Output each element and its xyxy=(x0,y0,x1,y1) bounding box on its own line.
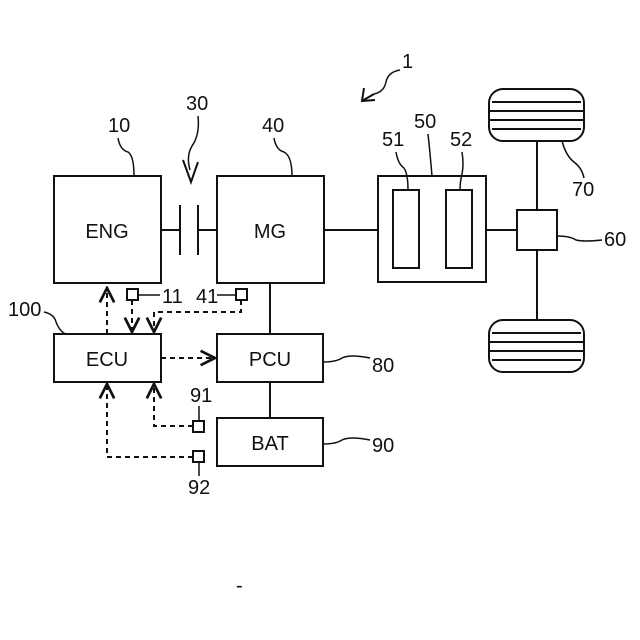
pcu-label: PCU xyxy=(249,349,291,371)
wheels-ref-lead xyxy=(562,141,584,178)
system-ref-label: 1 xyxy=(402,51,413,73)
engine-label: ENG xyxy=(85,221,128,243)
battery-sensor-92: 92 xyxy=(188,451,210,499)
transmission-block: 51 50 52 xyxy=(378,111,486,282)
ecu-block: ECU 100 xyxy=(8,299,161,382)
engine-ref-lead xyxy=(118,138,134,176)
footer-mark: - xyxy=(236,575,243,597)
mg-block: MG 40 xyxy=(217,115,324,283)
differential-ref-lead xyxy=(557,236,602,241)
engine-sensor-box xyxy=(127,289,138,300)
mg-label: MG xyxy=(254,221,286,243)
wheel-upper-tire xyxy=(489,89,584,141)
clutch: 30 xyxy=(161,93,217,255)
battery-sensor-91-signal-line xyxy=(154,384,193,426)
clutch-ref-lead xyxy=(188,116,198,170)
battery-sensor-92-box xyxy=(193,451,204,462)
mg-ref-label: 40 xyxy=(262,115,284,137)
battery-ref-lead xyxy=(323,438,370,444)
system-reference: 1 xyxy=(362,51,413,101)
transmission-ref-label: 50 xyxy=(414,111,436,133)
battery-block: BAT 90 xyxy=(217,418,394,466)
gear-51-ref-label: 51 xyxy=(382,129,404,151)
battery-sensor-92-signal-line xyxy=(107,384,193,457)
clutch-ref-arrowhead xyxy=(183,160,198,182)
ecu-label: ECU xyxy=(86,349,128,371)
engine-sensor-ref-label: 11 xyxy=(162,286,183,308)
system-ref-lead xyxy=(374,70,400,94)
battery-sensor-91-box xyxy=(193,421,204,432)
wheel-upper xyxy=(489,89,584,141)
battery-ref-label: 90 xyxy=(372,435,394,457)
differential: 60 xyxy=(517,210,626,251)
transmission-ref-lead xyxy=(428,134,432,176)
engine-block: ENG 10 xyxy=(54,115,161,283)
ecu-ref-label: 100 xyxy=(8,299,41,321)
pcu-ref-label: 80 xyxy=(372,355,394,377)
mg-ref-lead xyxy=(274,138,292,176)
engine-ref-label: 10 xyxy=(108,115,130,137)
battery-sensor-91: 91 xyxy=(190,385,212,432)
pcu-ref-lead xyxy=(323,356,370,362)
mg-sensor-ref-label: 41 xyxy=(196,286,218,308)
battery-sensor-91-ref-label: 91 xyxy=(190,385,212,407)
engine-sensor: 11 xyxy=(127,286,183,308)
mg-sensor-box xyxy=(236,289,247,300)
wheels-ref-label: 70 xyxy=(572,179,594,201)
ecu-ref-lead xyxy=(44,312,66,334)
wheel-lower-tire xyxy=(489,320,584,372)
battery-label: BAT xyxy=(251,433,288,455)
mg-sensor: 41 xyxy=(196,286,247,308)
gear-51-box xyxy=(393,190,419,268)
wheel-lower xyxy=(489,320,584,372)
gear-52-box xyxy=(446,190,472,268)
differential-ref-label: 60 xyxy=(604,229,626,251)
pcu-block: PCU 80 xyxy=(217,334,394,382)
gear-52-ref-label: 52 xyxy=(450,129,472,151)
differential-box xyxy=(517,210,557,250)
battery-sensor-92-ref-label: 92 xyxy=(188,477,210,499)
clutch-ref-label: 30 xyxy=(186,93,208,115)
